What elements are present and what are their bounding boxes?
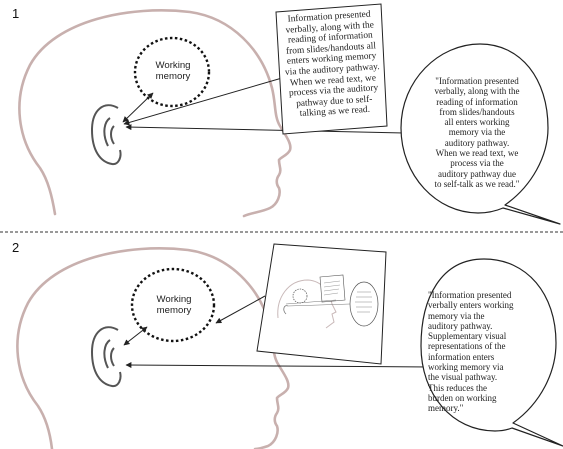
text-line: process via the xyxy=(450,158,504,169)
panel-number: 1 xyxy=(12,6,20,21)
working-memory-label: Working memory xyxy=(146,294,202,316)
label-line: memory xyxy=(156,305,192,316)
text-box-content: Information presented verbally, along wi… xyxy=(279,9,385,121)
panel-2-head xyxy=(16,247,290,449)
text-line: verbally, along with the xyxy=(434,86,520,97)
working-memory-label: Working memory xyxy=(147,60,199,82)
bubble-to-ear-arrow xyxy=(125,362,431,369)
label-line: Working xyxy=(155,60,191,71)
image-to-eye-arrow xyxy=(215,295,266,324)
speech-bubble xyxy=(400,43,561,225)
bubble-to-ear-arrow xyxy=(125,124,405,134)
speech-bubble-text: "Information presented verbally enters w… xyxy=(428,290,546,414)
text-line: auditory pathway. xyxy=(444,137,510,148)
text-line: verbally enters working xyxy=(428,300,514,311)
ear-to-memory-arrow xyxy=(123,326,148,346)
box-to-ear-arrow xyxy=(123,77,283,126)
text-box-frame xyxy=(275,3,388,135)
ear-icon xyxy=(90,326,122,388)
visual-representation-image xyxy=(256,243,387,365)
text-line: reading of information xyxy=(436,96,518,107)
text-line: "Information presented xyxy=(435,76,519,86)
text-line: to self-talk as we read." xyxy=(434,178,520,189)
speech-bubble xyxy=(420,258,563,447)
label-line: memory xyxy=(155,71,191,82)
text-line: working memory via xyxy=(428,362,504,373)
text-line: auditory pathway due xyxy=(438,168,516,179)
text-line: burden on working xyxy=(428,392,497,403)
text-line: all enters working xyxy=(444,117,510,128)
ear-icon xyxy=(90,104,122,166)
text-line: auditory pathway. xyxy=(428,320,493,331)
text-line: When we read text, we xyxy=(435,148,519,159)
text-line: the visual pathway. xyxy=(428,372,498,383)
text-line: memory." xyxy=(428,403,464,414)
panel-number: 2 xyxy=(12,240,20,255)
text-line: information enters xyxy=(428,351,495,362)
text-line: "Information presented xyxy=(428,290,512,300)
working-memory-circle xyxy=(133,36,211,108)
text-line: from slides/handouts xyxy=(439,106,515,117)
text-line: memory via the xyxy=(448,127,506,138)
text-line: representations of the xyxy=(428,341,506,352)
head-outline xyxy=(16,247,290,449)
head-outline xyxy=(18,9,292,218)
text-line: Supplementary visual xyxy=(428,331,507,342)
text-line: This reduces the xyxy=(428,382,487,393)
working-memory-circle xyxy=(130,267,216,343)
ear-to-memory-arrow xyxy=(122,92,154,123)
text-line: memory via the xyxy=(428,310,485,321)
speech-bubble-text: "Information presented verbally, along w… xyxy=(418,76,536,189)
panel-1-head xyxy=(18,9,292,218)
label-line: Working xyxy=(156,294,192,305)
